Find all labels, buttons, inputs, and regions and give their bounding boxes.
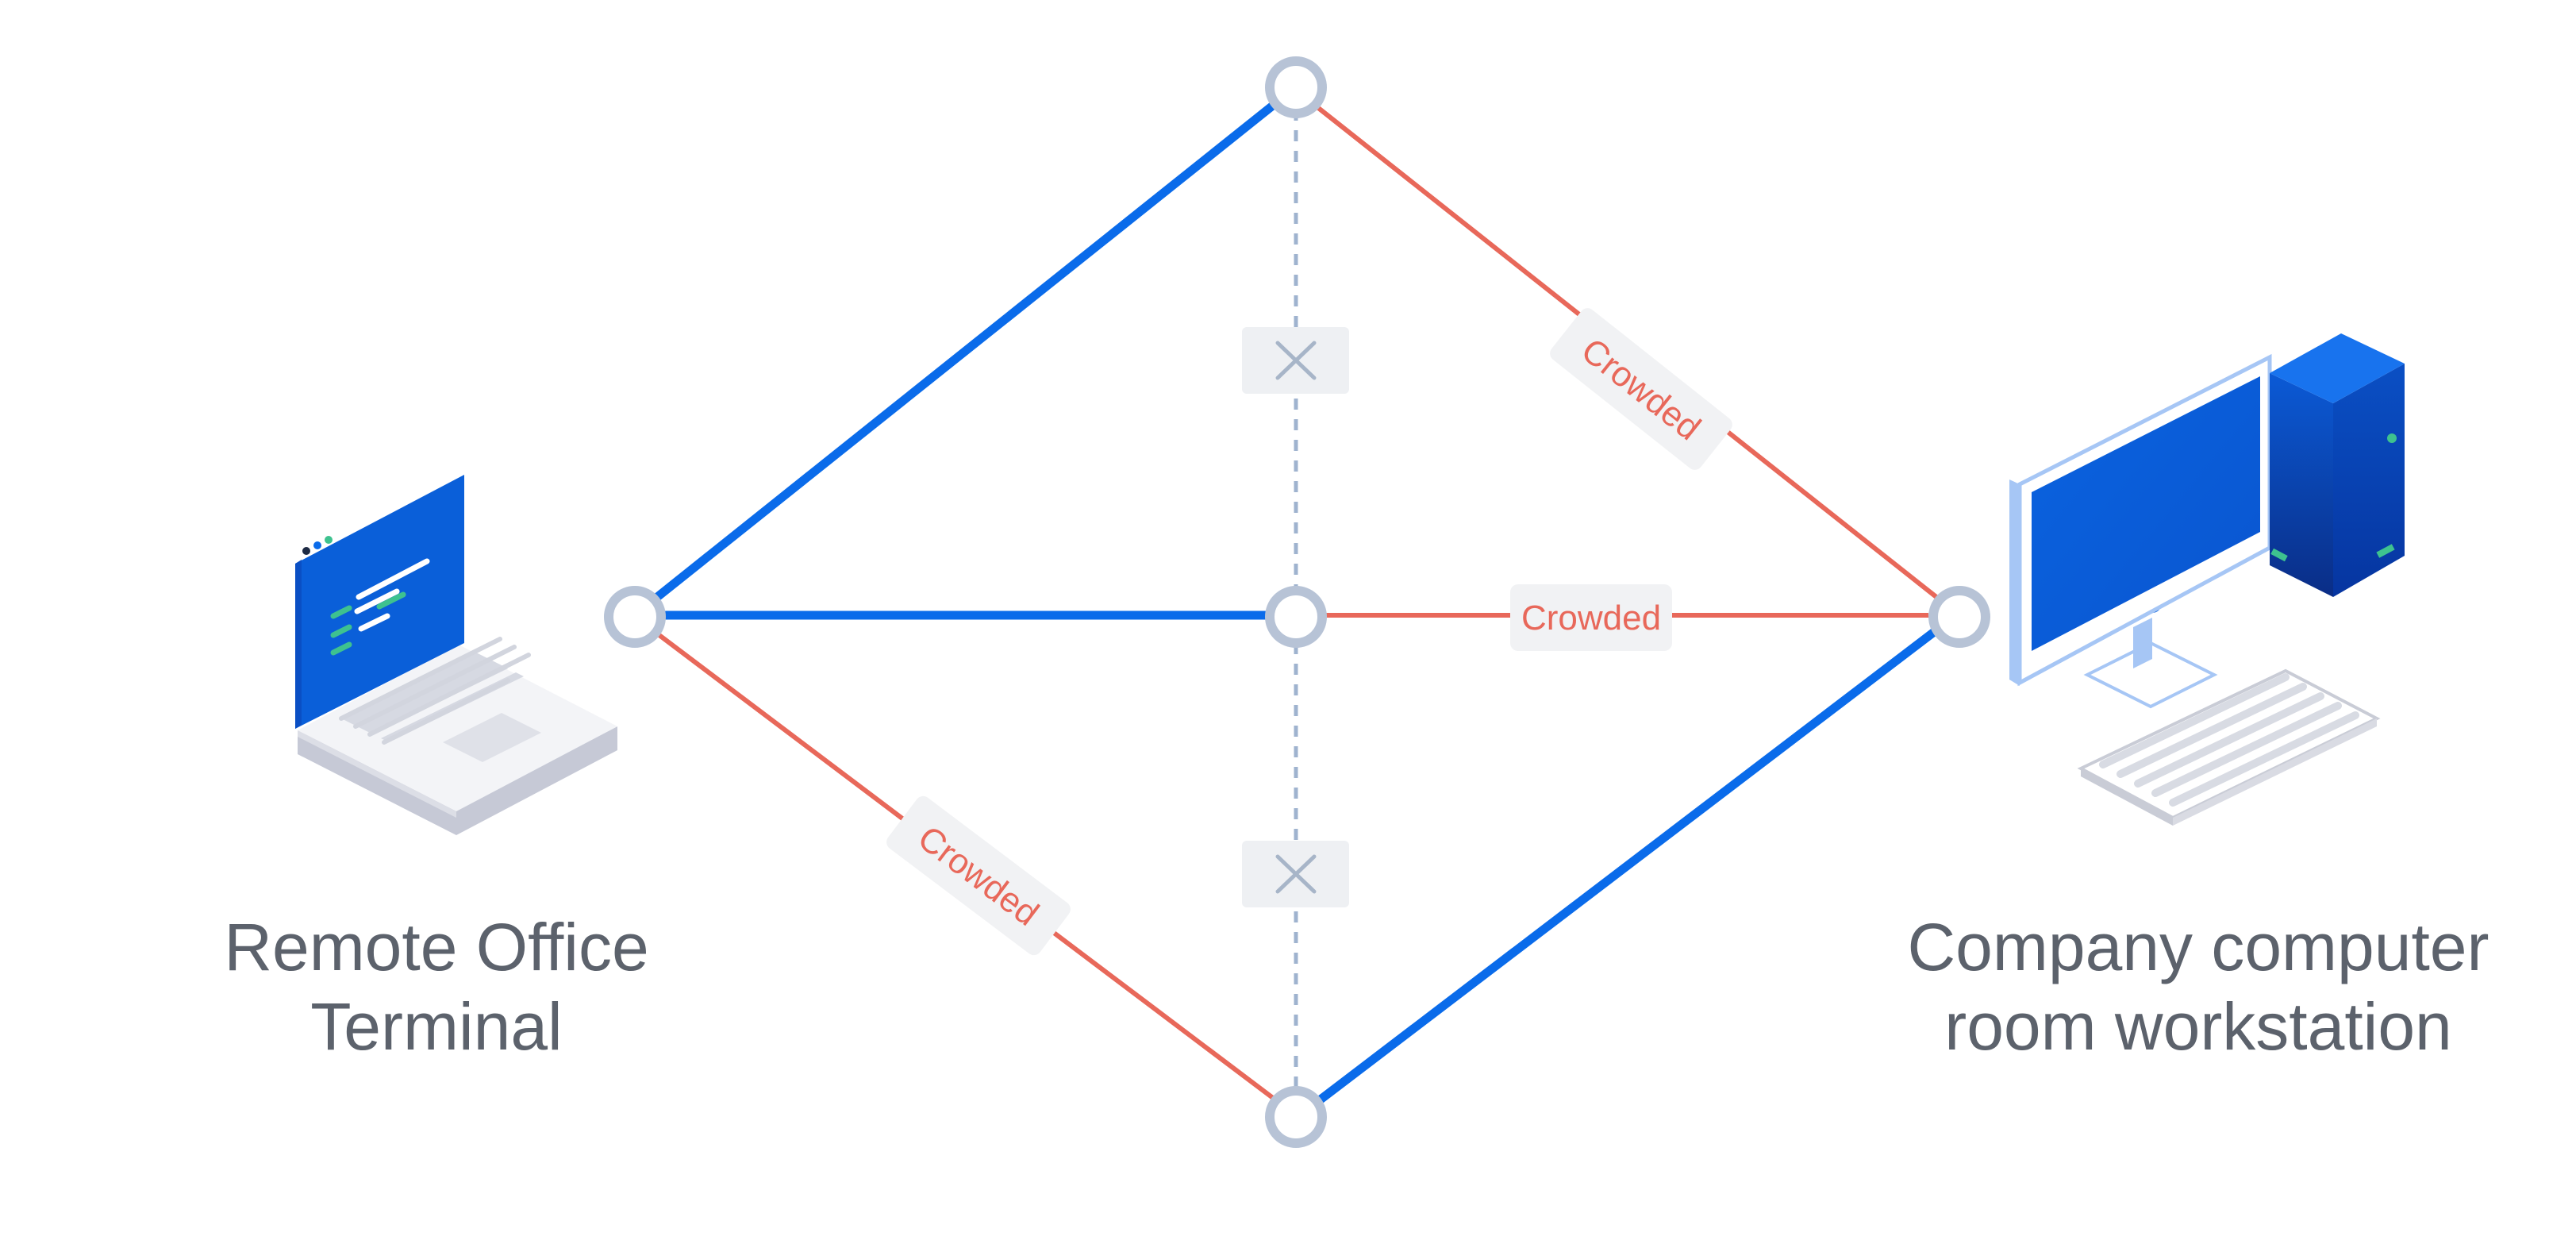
- laptop-icon: [295, 475, 617, 835]
- company-workstation-caption: Company computer room workstation: [1833, 907, 2563, 1066]
- crowded-label-top-right: Crowded: [1550, 308, 1732, 470]
- blocked-marker-lower: [1242, 841, 1349, 907]
- close-icon: [1275, 854, 1317, 894]
- crowded-label-left-bottom: Crowded: [886, 795, 1071, 956]
- remote-office-terminal-caption: Remote Office Terminal: [151, 907, 722, 1066]
- node-top: [1265, 56, 1327, 118]
- blocked-marker-upper: [1242, 327, 1349, 394]
- node-bottom: [1265, 1086, 1327, 1148]
- crowded-label-middle-right: Crowded: [1510, 584, 1672, 651]
- node-right: [1928, 586, 1990, 648]
- close-icon: [1275, 341, 1317, 380]
- link-left-to-top: [649, 101, 1277, 605]
- link-bottom-to-right: [1314, 623, 1944, 1106]
- crowded-label-text: Crowded: [1521, 599, 1661, 637]
- desktop-computer-icon: [2009, 333, 2405, 826]
- node-left: [604, 586, 666, 648]
- node-middle: [1265, 586, 1327, 648]
- caption-line: room workstation: [1944, 989, 2452, 1064]
- caption-line: Company computer: [1907, 910, 2489, 984]
- caption-line: Terminal: [310, 989, 563, 1064]
- caption-line: Remote Office: [224, 910, 649, 984]
